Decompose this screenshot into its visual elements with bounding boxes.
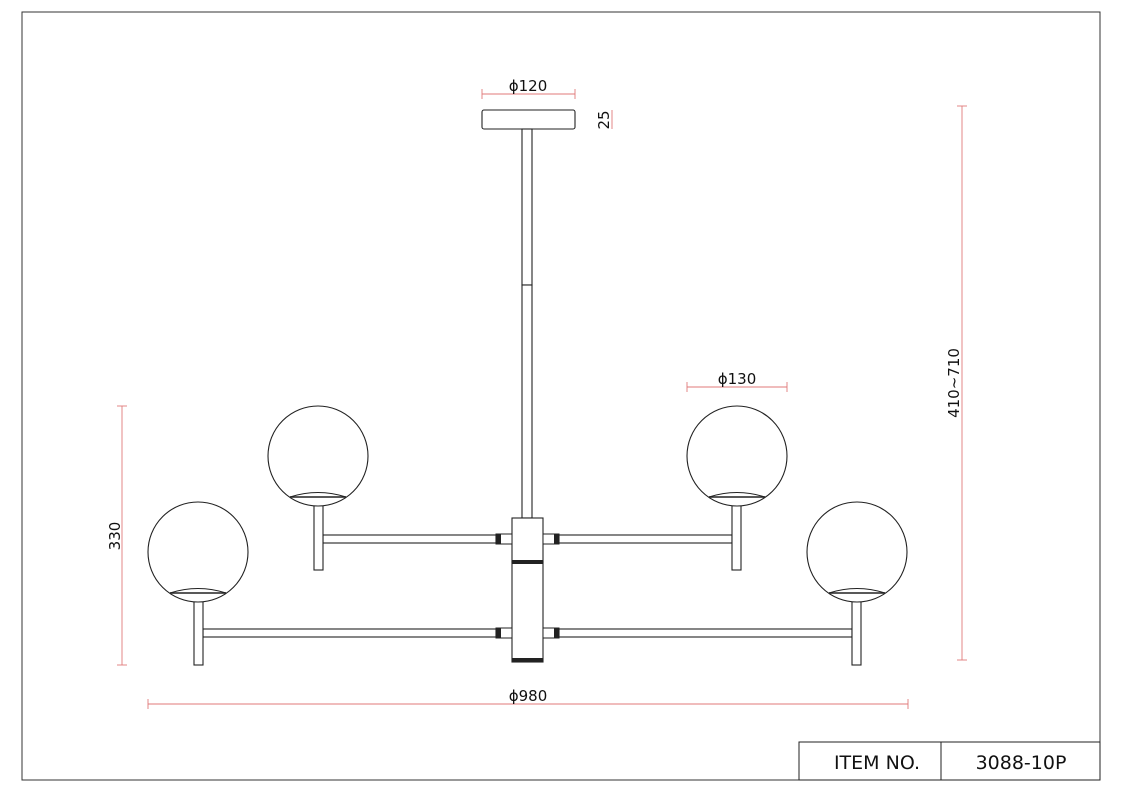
dimension-arm-height: 330: [106, 405, 127, 666]
globe-upper-left: [267, 405, 369, 507]
dimension-globe-diameter-label: ϕ130: [718, 370, 757, 388]
upper-arm-right: [558, 504, 742, 571]
dimension-canopy-diameter: ϕ120: [481, 77, 576, 99]
dimension-canopy-height: 25: [595, 110, 613, 130]
dimension-canopy-height-label: 25: [595, 110, 613, 129]
dimension-canopy-diameter-label: ϕ120: [509, 77, 548, 95]
globe-upper-right: [686, 405, 788, 507]
title-block: ITEM NO. 3088-10P: [798, 741, 1101, 781]
dimension-arm-height-label: 330: [106, 522, 124, 551]
lower-arm-right: [558, 599, 862, 666]
suspension-rod: [521, 128, 533, 519]
item-number-label: ITEM NO.: [834, 752, 920, 774]
globe-lower-right: [806, 501, 908, 603]
dimension-overall-diameter: ϕ980: [147, 687, 909, 709]
item-number-value: 3088-10P: [976, 752, 1067, 774]
dimension-overall-height: 410~710: [945, 105, 967, 661]
lower-arm-left: [193, 599, 497, 666]
drawing-frame: [21, 11, 1101, 781]
dimension-overall-height-label: 410~710: [945, 348, 963, 418]
dimension-overall-diameter-label: ϕ980: [509, 687, 548, 705]
central-hub: [495, 517, 560, 663]
upper-arm-left: [313, 504, 497, 571]
globe-lower-left: [147, 501, 249, 603]
dimension-globe-diameter: ϕ130: [686, 370, 788, 392]
ceiling-canopy: [481, 109, 576, 130]
